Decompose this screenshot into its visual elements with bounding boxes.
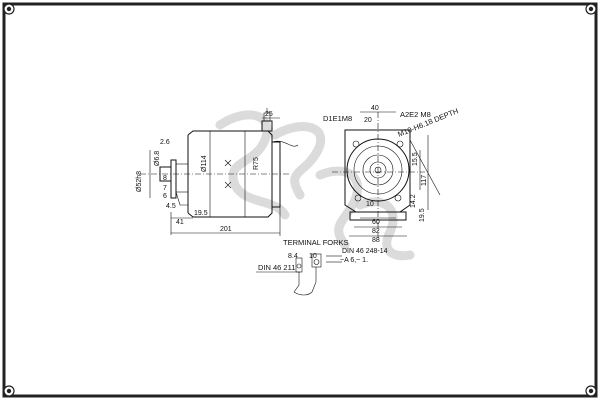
dim-length: 201 xyxy=(220,226,232,233)
corner-screw-icon xyxy=(585,385,597,397)
label-left-thread: D1E1M8 xyxy=(323,114,352,123)
dim-d3: 8 xyxy=(163,175,167,182)
watermark-logo xyxy=(215,110,415,261)
label-right-thread: A2E2 M8 xyxy=(400,110,431,119)
dim-shaft-dia: Ø52h8 xyxy=(136,171,143,192)
terminal-d1: 8.4 xyxy=(288,253,298,260)
dim-d5: 6 xyxy=(163,193,167,200)
terminal-forks-detail: TERMINAL FORKS DIN 46 248-14 ~A 6,~ 1. 8… xyxy=(256,238,388,296)
dim-d4: 7 xyxy=(163,185,167,192)
dim-d6: 4.5 xyxy=(166,203,176,210)
dim-h3: 14.2 xyxy=(410,194,417,208)
dim-top-left: 20 xyxy=(364,117,372,124)
terminal-din-sub: ~A 6,~ 1. xyxy=(340,257,368,264)
terminal-din-top: DIN 46 248-14 xyxy=(342,248,388,255)
terminal-title: TERMINAL FORKS xyxy=(283,238,349,247)
dim-top-width: 40 xyxy=(371,105,379,112)
dim-h1: 15.5 xyxy=(412,152,419,166)
dim-b2: 60 xyxy=(372,219,380,226)
dim-d7: Ø114 xyxy=(201,155,208,172)
dim-b3: 82 xyxy=(372,228,380,235)
dim-top: 25 xyxy=(265,111,273,118)
dim-d8: R75 xyxy=(253,157,260,170)
corner-screw-icon xyxy=(585,3,597,15)
dim-h2: 117 xyxy=(421,175,428,186)
dim-d9: 41 xyxy=(176,219,184,226)
corner-screw-icon xyxy=(3,385,15,397)
terminal-d2: 10 xyxy=(309,253,317,260)
dim-b1: 10 xyxy=(366,201,374,208)
dim-d1: 2.6 xyxy=(160,139,170,146)
dim-b4: 88 xyxy=(372,237,380,244)
side-view: 25 Ø52h8 2.6 Ø6.8 8 7 6 4.5 Ø114 R75 41 … xyxy=(136,108,299,236)
dim-d2: Ø6.8 xyxy=(154,151,161,166)
corner-screw-icon xyxy=(3,3,15,15)
terminal-din-left: DIN 46 211 xyxy=(258,263,295,272)
dim-d10: 19.5 xyxy=(194,210,208,217)
dim-h4: 19.5 xyxy=(419,208,426,222)
